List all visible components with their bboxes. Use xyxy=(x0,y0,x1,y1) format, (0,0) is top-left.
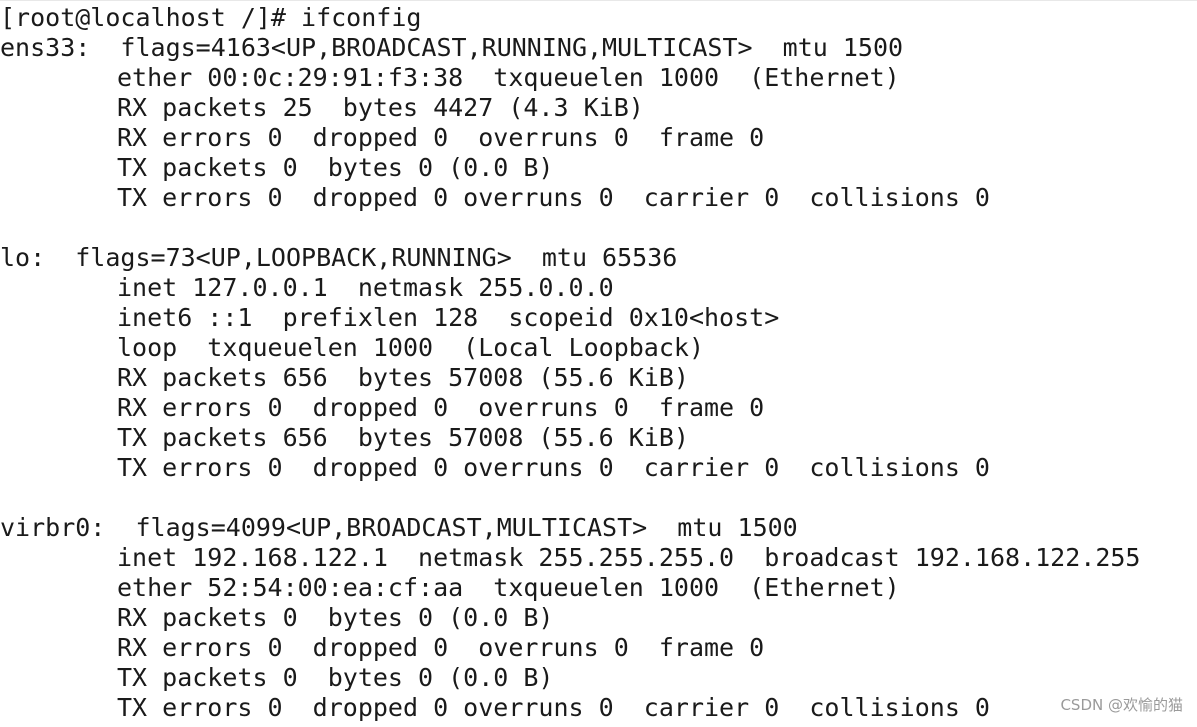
output-line: ether 00:0c:29:91:f3:38 txqueuelen 1000 … xyxy=(117,63,900,92)
output-line: RX errors 0 dropped 0 overruns 0 frame 0 xyxy=(117,123,765,152)
blank-line xyxy=(0,483,1197,513)
output-line: RX errors 0 dropped 0 overruns 0 frame 0 xyxy=(117,633,765,662)
output-line: RX packets 0 bytes 0 (0.0 B) xyxy=(117,603,554,632)
output-line: inet 192.168.122.1 netmask 255.255.255.0… xyxy=(117,543,1141,572)
output-line: inet 127.0.0.1 netmask 255.0.0.0 xyxy=(117,273,614,302)
output-line: TX errors 0 dropped 0 overruns 0 carrier… xyxy=(117,453,990,482)
blank-line xyxy=(0,213,1197,243)
output-line: TX packets 0 bytes 0 (0.0 B) xyxy=(117,153,554,182)
output-line: ether 52:54:00:ea:cf:aa txqueuelen 1000 … xyxy=(117,573,900,602)
output-line: RX errors 0 dropped 0 overruns 0 frame 0 xyxy=(117,393,765,422)
watermark: CSDN @欢愉的猫 xyxy=(1060,696,1183,714)
output-line: loop txqueuelen 1000 (Local Loopback) xyxy=(117,333,704,362)
output-line: TX errors 0 dropped 0 overruns 0 carrier… xyxy=(117,183,990,212)
output-line: TX packets 0 bytes 0 (0.0 B) xyxy=(117,663,554,692)
interface-header-ens33: ens33: flags=4163<UP,BROADCAST,RUNNING,M… xyxy=(0,33,904,62)
top-divider xyxy=(0,0,1197,1)
output-line: RX packets 25 bytes 4427 (4.3 KiB) xyxy=(117,93,644,122)
output-line: TX packets 656 bytes 57008 (55.6 KiB) xyxy=(117,423,689,452)
prompt-line: [root@localhost /]# ifconfig xyxy=(0,3,422,32)
output-line: TX errors 0 dropped 0 overruns 0 carrier… xyxy=(117,693,990,722)
output-line: inet6 ::1 prefixlen 128 scopeid 0x10<hos… xyxy=(117,303,780,332)
interface-header-virbr0: virbr0: flags=4099<UP,BROADCAST,MULTICAS… xyxy=(0,513,798,542)
output-line: RX packets 656 bytes 57008 (55.6 KiB) xyxy=(117,363,689,392)
interface-header-lo: lo: flags=73<UP,LOOPBACK,RUNNING> mtu 65… xyxy=(0,243,678,272)
